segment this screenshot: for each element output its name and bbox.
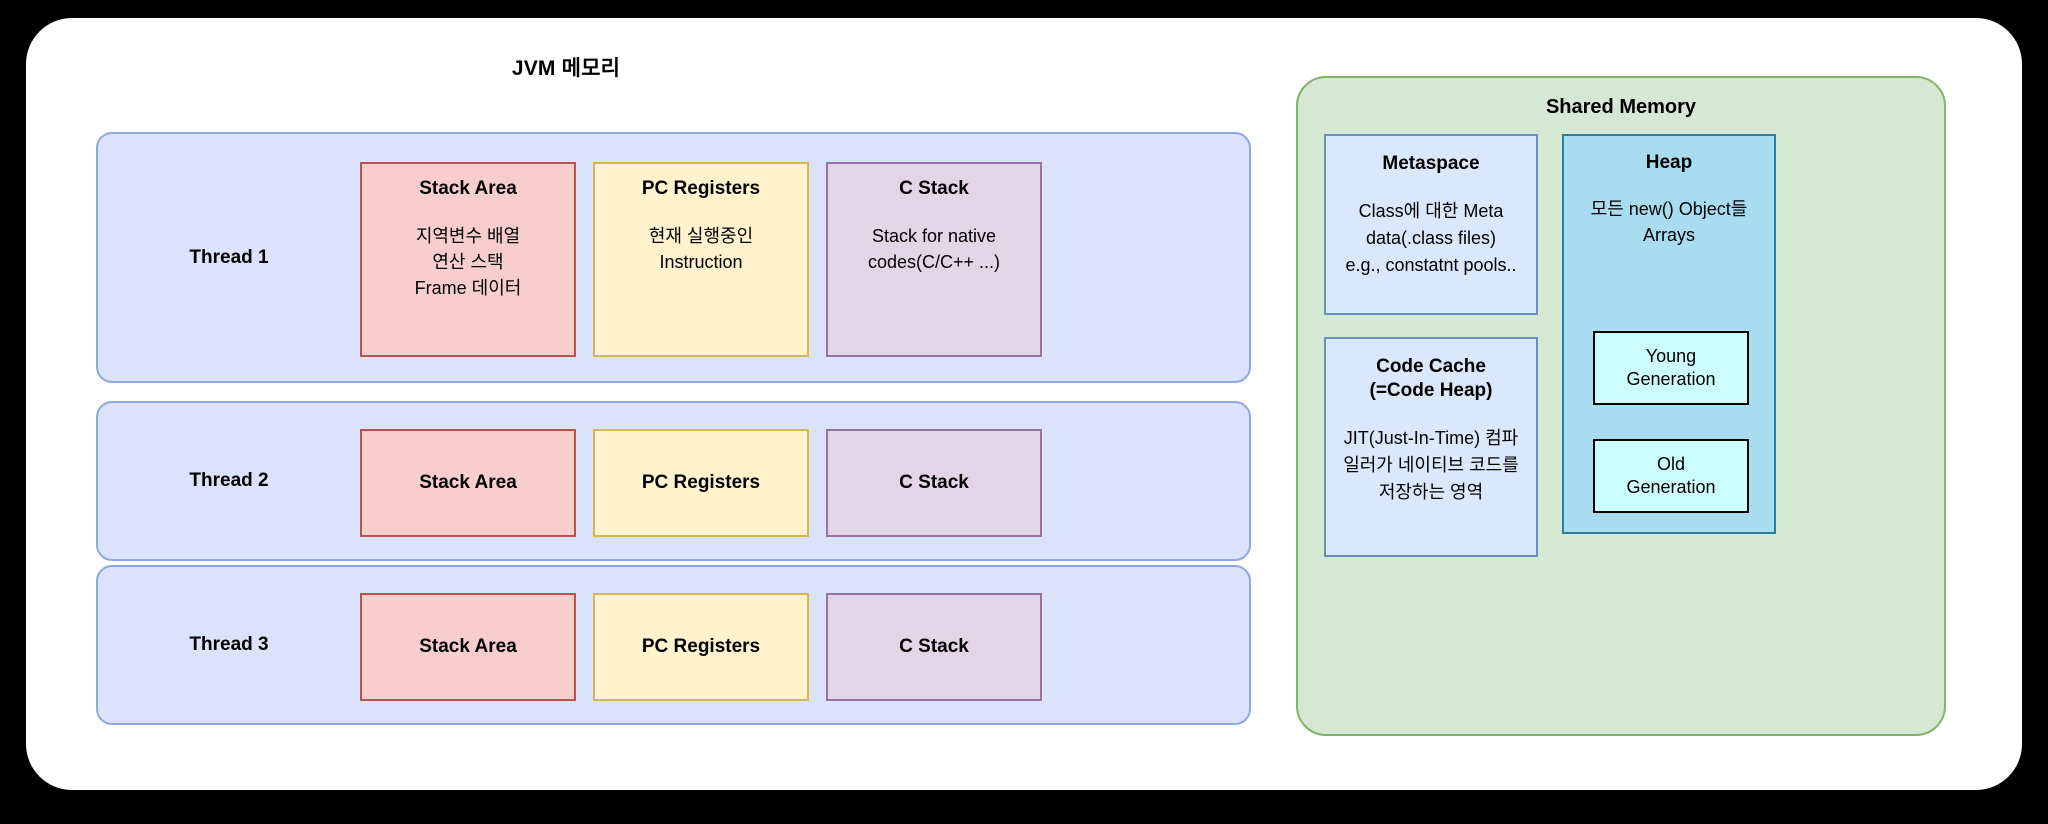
heap-title: Heap <box>1645 152 1693 173</box>
thread-row: Thread 3 Stack Area PC Registers C Stack <box>96 565 1251 725</box>
pc-registers-box: PC Registers <box>593 593 809 701</box>
c-stack-box: C Stack <box>826 593 1042 701</box>
metaspace-title: Metaspace <box>1382 153 1480 174</box>
pc-registers-title: PC Registers <box>641 471 761 493</box>
c-stack-title: C Stack <box>899 178 969 199</box>
code-cache-title: Code Cache(=Code Heap) <box>1369 356 1493 401</box>
stack-area-title: Stack Area <box>419 635 517 657</box>
shared-memory-title: Shared Memory <box>1545 96 1697 118</box>
c-stack-title: C Stack <box>899 471 969 493</box>
thread-row: Thread 2 Stack Area PC Registers C Stack <box>96 401 1251 561</box>
stack-area-title: Stack Area <box>419 471 517 493</box>
page-title: JVM 메모리 <box>511 57 621 80</box>
stack-area-title: Stack Area <box>419 178 517 199</box>
thread-label: Thread 2 <box>189 470 269 491</box>
stack-area-box: Stack Area <box>360 429 576 537</box>
c-stack-box: C Stack <box>826 429 1042 537</box>
pc-registers-title: PC Registers <box>641 635 761 657</box>
thread-label: Thread 3 <box>189 634 269 655</box>
thread-label: Thread 1 <box>189 246 269 268</box>
pc-registers-box: PC Registers <box>593 429 809 537</box>
stack-area-box: Stack Area <box>360 593 576 701</box>
code-cache-box: Code Cache(=Code Heap) JIT(Just-In-Time)… <box>1324 337 1538 557</box>
c-stack-title: C Stack <box>899 635 969 657</box>
pc-registers-title: PC Registers <box>641 178 761 199</box>
